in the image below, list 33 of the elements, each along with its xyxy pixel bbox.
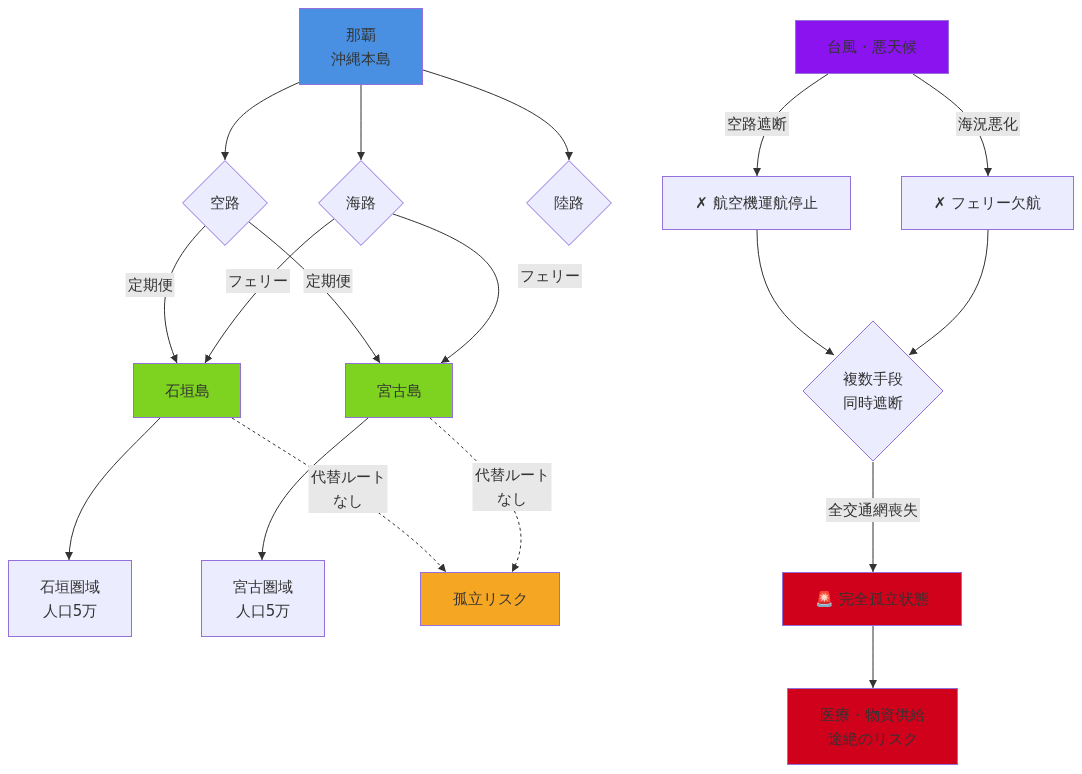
process-box: 🚨 完全孤立状態: [782, 572, 962, 626]
process-box: 石垣島: [133, 363, 241, 418]
process-box: 台風・悪天候: [795, 20, 949, 74]
edge-label: 空路遮断: [725, 112, 789, 136]
edge-label: フェリー: [518, 264, 582, 288]
process-box: 石垣圏域人口5万: [8, 560, 132, 637]
decision-diamond: 海路: [318, 160, 404, 246]
edge-label: フェリー: [226, 269, 290, 293]
edge-label: 海況悪化: [956, 112, 1020, 136]
arrow: [65, 417, 161, 561]
process-box: 孤立リスク: [420, 572, 560, 626]
decision-diamond: 陸路: [526, 160, 612, 246]
edge-label: 全交通網喪失: [826, 498, 920, 522]
arrow: [221, 81, 301, 161]
decision-diamond: 空路: [182, 160, 268, 246]
arrow: [392, 213, 500, 364]
arrow: [258, 417, 369, 561]
process-box: 医療・物資供給途絶のリスク: [787, 688, 958, 765]
decision-diamond: 複数手段同時遮断: [802, 320, 944, 462]
process-box: ✗ 航空機運航停止: [662, 176, 851, 230]
edge-label: 定期便: [303, 269, 353, 293]
arrow: [422, 69, 572, 161]
edge-label: 代替ルートなし: [308, 465, 388, 513]
arrow: [869, 625, 877, 689]
arrow: [756, 229, 835, 356]
process-box: 那覇沖縄本島: [299, 8, 423, 85]
process-box: 宮古島: [345, 363, 453, 418]
edge-label: 定期便: [125, 273, 175, 297]
arrow: [357, 84, 365, 161]
process-box: ✗ フェリー欠航: [901, 176, 1074, 230]
process-box: 宮古圏域人口5万: [201, 560, 325, 637]
arrow: [908, 229, 989, 356]
edge-label: 代替ルートなし: [472, 463, 552, 511]
